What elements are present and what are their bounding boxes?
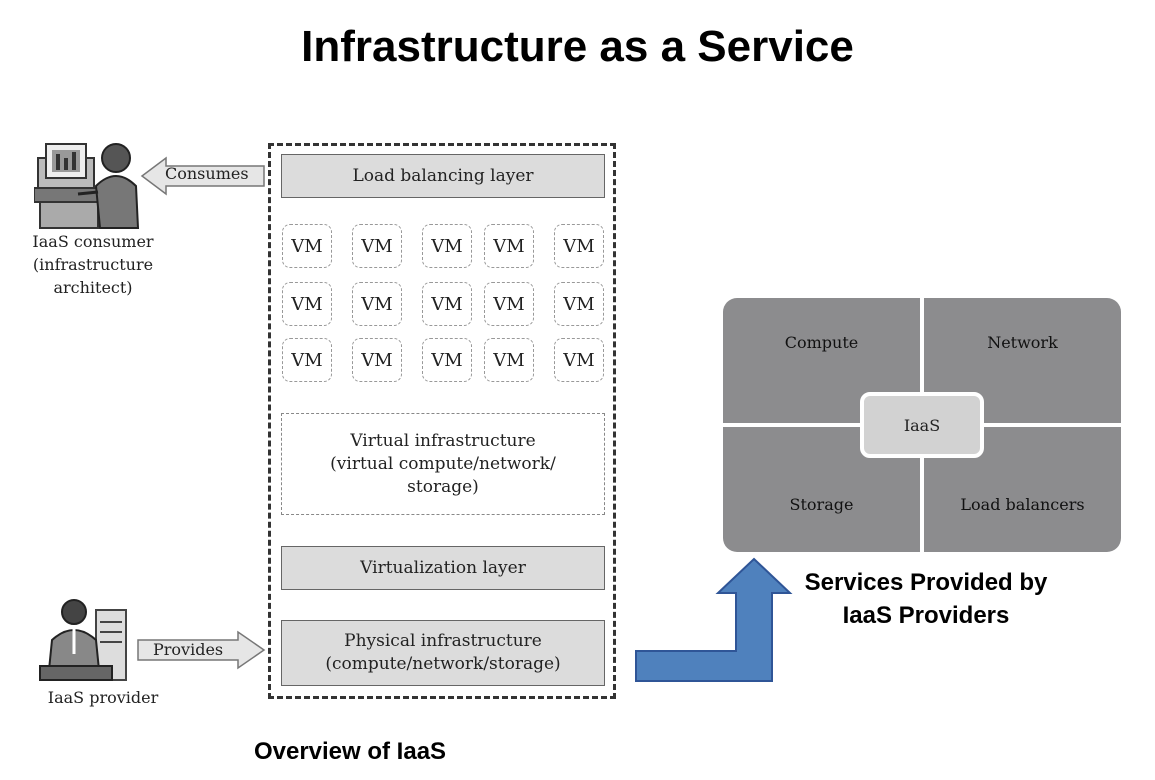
virtual-infrastructure-line: Virtual infrastructure xyxy=(350,430,536,451)
load-balancing-layer: Load balancing layer xyxy=(281,154,605,198)
compute-quadrant: Compute xyxy=(723,298,920,423)
provides-arrow xyxy=(136,630,266,670)
physical-infrastructure-layer: Physical infrastructure (compute/network… xyxy=(281,620,605,686)
vm-box: VM xyxy=(352,282,402,326)
consumer-label-line: IaaS consumer xyxy=(32,232,154,251)
virtual-infrastructure-box: Virtual infrastructure (virtual compute/… xyxy=(281,413,605,515)
consumer-label: IaaS consumer (infrastructure architect) xyxy=(18,230,168,299)
consumes-arrow xyxy=(140,156,266,196)
vm-box: VM xyxy=(484,224,534,268)
physical-infrastructure-line: Physical infrastructure xyxy=(344,631,542,651)
services-caption-line: IaaS Providers xyxy=(842,602,1010,629)
vm-box: VM xyxy=(484,338,534,382)
virtual-infrastructure-line: (virtual compute/network/ xyxy=(330,453,556,474)
vm-box: VM xyxy=(352,338,402,382)
consumer-icon xyxy=(33,136,144,236)
services-caption-line: Services Provided by xyxy=(804,569,1048,596)
iaas-center-box: IaaS xyxy=(860,392,984,458)
consumer-label-line: architect) xyxy=(53,278,133,297)
vm-box: VM xyxy=(352,224,402,268)
virtualization-layer: Virtualization layer xyxy=(281,546,605,590)
consumer-label-line: (infrastructure xyxy=(32,255,154,274)
vm-box: VM xyxy=(282,224,332,268)
compute-label: Compute xyxy=(784,333,859,352)
vm-box: VM xyxy=(554,224,604,268)
load-balancers-label: Load balancers xyxy=(960,495,1085,514)
network-label: Network xyxy=(987,333,1058,352)
services-caption: Services Provided by IaaS Providers xyxy=(770,566,1082,632)
iaas-stack-frame xyxy=(268,143,616,699)
consumes-label: Consumes xyxy=(165,164,249,183)
provider-icon xyxy=(38,596,134,686)
virtual-infrastructure-line: storage) xyxy=(407,476,479,497)
vm-box: VM xyxy=(422,338,472,382)
services-connector-arrow xyxy=(630,555,800,690)
vm-box: VM xyxy=(282,282,332,326)
vm-box: VM xyxy=(554,338,604,382)
physical-infrastructure-line: (compute/network/storage) xyxy=(325,654,561,674)
storage-label: Storage xyxy=(789,495,854,514)
vm-box: VM xyxy=(422,282,472,326)
vm-box: VM xyxy=(484,282,534,326)
vm-box: VM xyxy=(554,282,604,326)
page-title: Infrastructure as a Service xyxy=(301,22,854,71)
vm-box: VM xyxy=(282,338,332,382)
services-diagram: Compute Network Storage Load balancers xyxy=(723,298,1121,552)
vm-box: VM xyxy=(422,224,472,268)
provider-label: IaaS provider xyxy=(47,688,159,707)
provides-label: Provides xyxy=(153,640,224,659)
overview-caption: Overview of IaaS xyxy=(253,738,447,765)
